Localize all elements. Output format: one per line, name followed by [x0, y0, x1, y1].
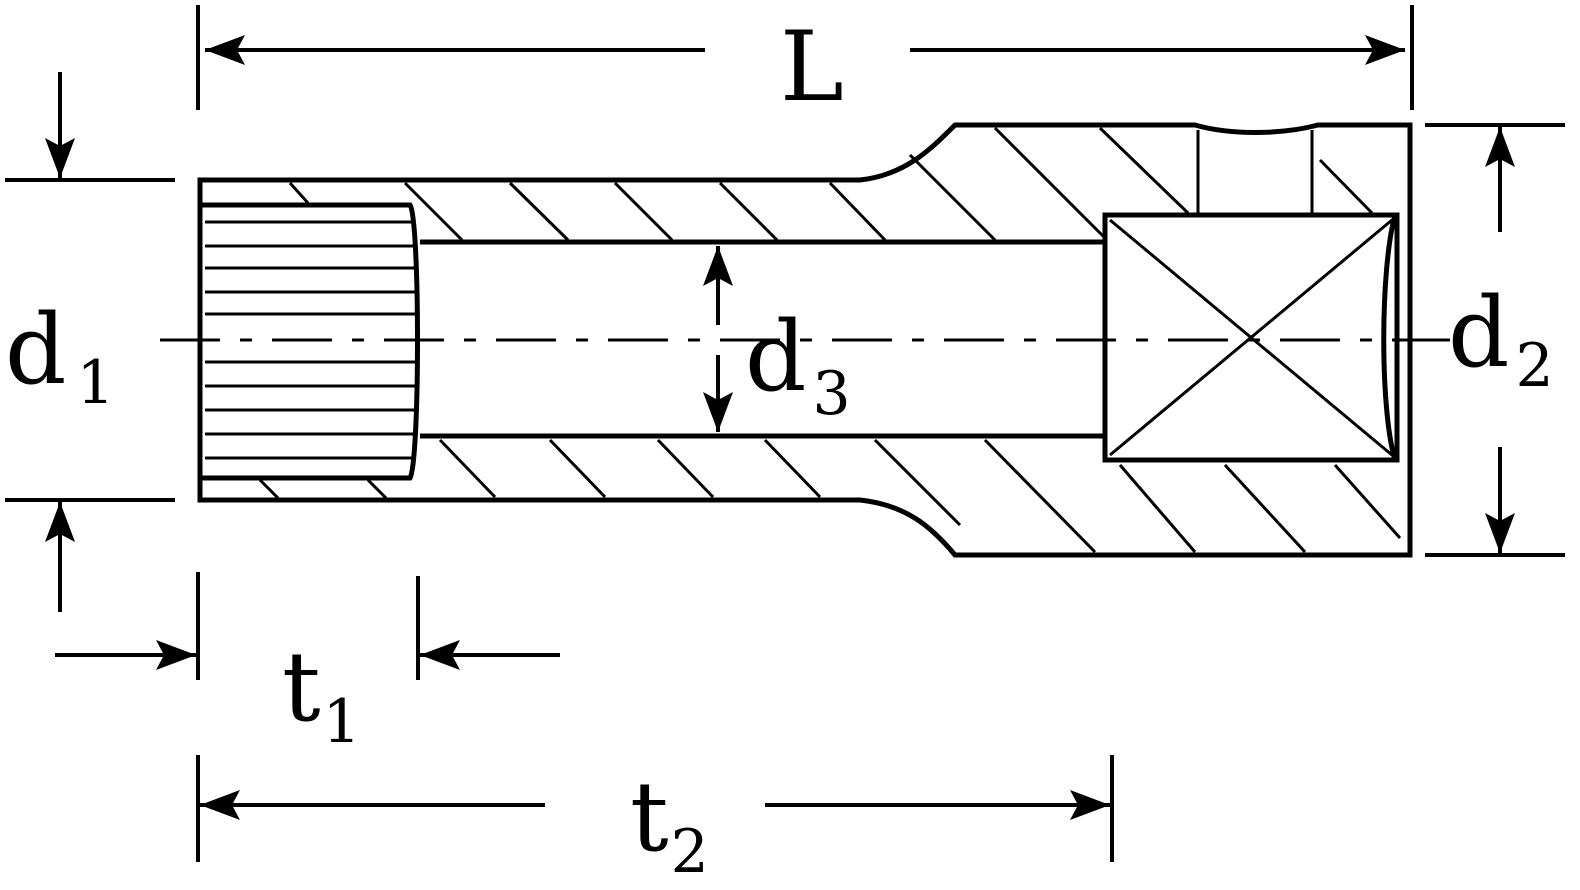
dimension-L: L — [196, 5, 1414, 123]
label-d2-base: d — [1448, 277, 1509, 389]
label-d2-sub: 2 — [1515, 331, 1553, 401]
square-drive — [1102, 212, 1400, 463]
label-t2-base: t — [630, 761, 669, 873]
label-d3-sub: 3 — [812, 359, 850, 429]
label-d1-base: d — [5, 294, 66, 406]
label-t1: t1 — [282, 631, 361, 757]
label-t2: t2 — [630, 761, 709, 887]
label-t2-sub: 2 — [671, 817, 709, 887]
socket-outline — [197, 122, 1413, 558]
socket-body — [197, 122, 1413, 558]
label-L: L — [780, 11, 844, 123]
label-d3-base: d — [745, 301, 806, 413]
label-t1-base: t — [282, 631, 321, 743]
section-hatching — [258, 126, 1402, 554]
square-drive-cross — [1109, 218, 1393, 457]
label-d1-sub: 1 — [76, 348, 114, 418]
dimension-t1: t1 — [55, 572, 560, 757]
drive-end-ridge — [1381, 214, 1398, 461]
dimension-t2: t2 — [196, 755, 1114, 887]
label-t1-sub: 1 — [323, 687, 361, 757]
spline-teeth — [205, 220, 416, 460]
